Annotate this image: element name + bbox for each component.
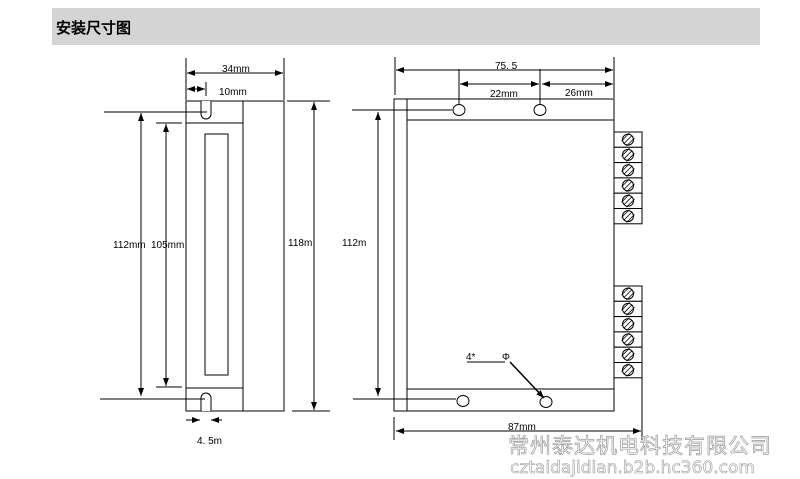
screw-hatch	[626, 137, 635, 147]
screw-hatch	[623, 196, 633, 205]
front-view	[352, 57, 643, 440]
screw-hatch	[626, 214, 635, 223]
watermark-url: cztaidajidian.b2b.hc360.com	[510, 458, 756, 479]
hole-note-symbol: Φ	[502, 352, 510, 363]
screw-hatch	[621, 363, 630, 372]
height-label: 118m	[288, 238, 312, 249]
screw-hatch	[623, 319, 633, 329]
screw-hatch	[621, 332, 630, 342]
screw-hatch	[623, 289, 633, 298]
screw-hatch	[623, 350, 633, 359]
screw-hatch	[626, 153, 635, 162]
screw-hatch	[626, 352, 635, 362]
overall-width-label: 87mm	[508, 422, 536, 433]
screw-hatch	[621, 193, 630, 203]
overall-hole-label: 75. 5	[495, 61, 518, 72]
screw-hatch	[623, 335, 633, 344]
terminal-block-top	[613, 131, 643, 225]
slot-offset-label: 10mm	[219, 87, 247, 98]
side-view	[100, 58, 330, 423]
right-offset-label: 26mm	[565, 88, 593, 99]
screw-hatch	[626, 291, 635, 301]
screw-hatch	[623, 181, 633, 190]
hole-note-count: 4*	[466, 352, 476, 363]
screw-hatch	[626, 198, 635, 208]
screw-hatch	[626, 183, 635, 193]
screw-hatch	[623, 211, 633, 221]
screw-hatch	[621, 286, 630, 296]
screw-hatch	[623, 304, 633, 314]
screw-hatch	[623, 365, 633, 375]
screw-hatch	[626, 337, 635, 347]
screw-hatch	[623, 165, 633, 175]
width-label: 34mm	[222, 64, 250, 75]
screw-hatch	[621, 148, 630, 157]
screw-hatch	[626, 307, 635, 316]
slot-width-label: 4. 5m	[197, 436, 222, 447]
screw-hatch	[621, 178, 630, 188]
terminal-block-bottom	[613, 285, 643, 379]
screw-hatch	[623, 150, 633, 160]
watermark-company: 常州泰达机电科技有限公司	[508, 434, 772, 459]
screw-hatch	[621, 302, 630, 311]
screw-hatch	[621, 209, 630, 218]
screw-hatch	[626, 368, 635, 377]
screw-hatch	[623, 135, 633, 144]
window-height-label: 105mm	[151, 240, 184, 251]
section-title: 安装尺寸图	[56, 19, 132, 37]
screw-hatch	[621, 163, 630, 172]
hole-pitch-label: 112mm	[113, 240, 146, 251]
screw-hatch	[621, 347, 630, 357]
hole-spacing-label: 22mm	[490, 89, 518, 100]
screw-hatch	[621, 132, 630, 142]
screw-hatch	[626, 168, 635, 177]
screw-hatch	[621, 317, 630, 326]
section-header: 安装尺寸图	[52, 8, 760, 45]
front-hole-pitch-label: 112m	[342, 238, 366, 249]
screw-hatch	[626, 322, 635, 331]
